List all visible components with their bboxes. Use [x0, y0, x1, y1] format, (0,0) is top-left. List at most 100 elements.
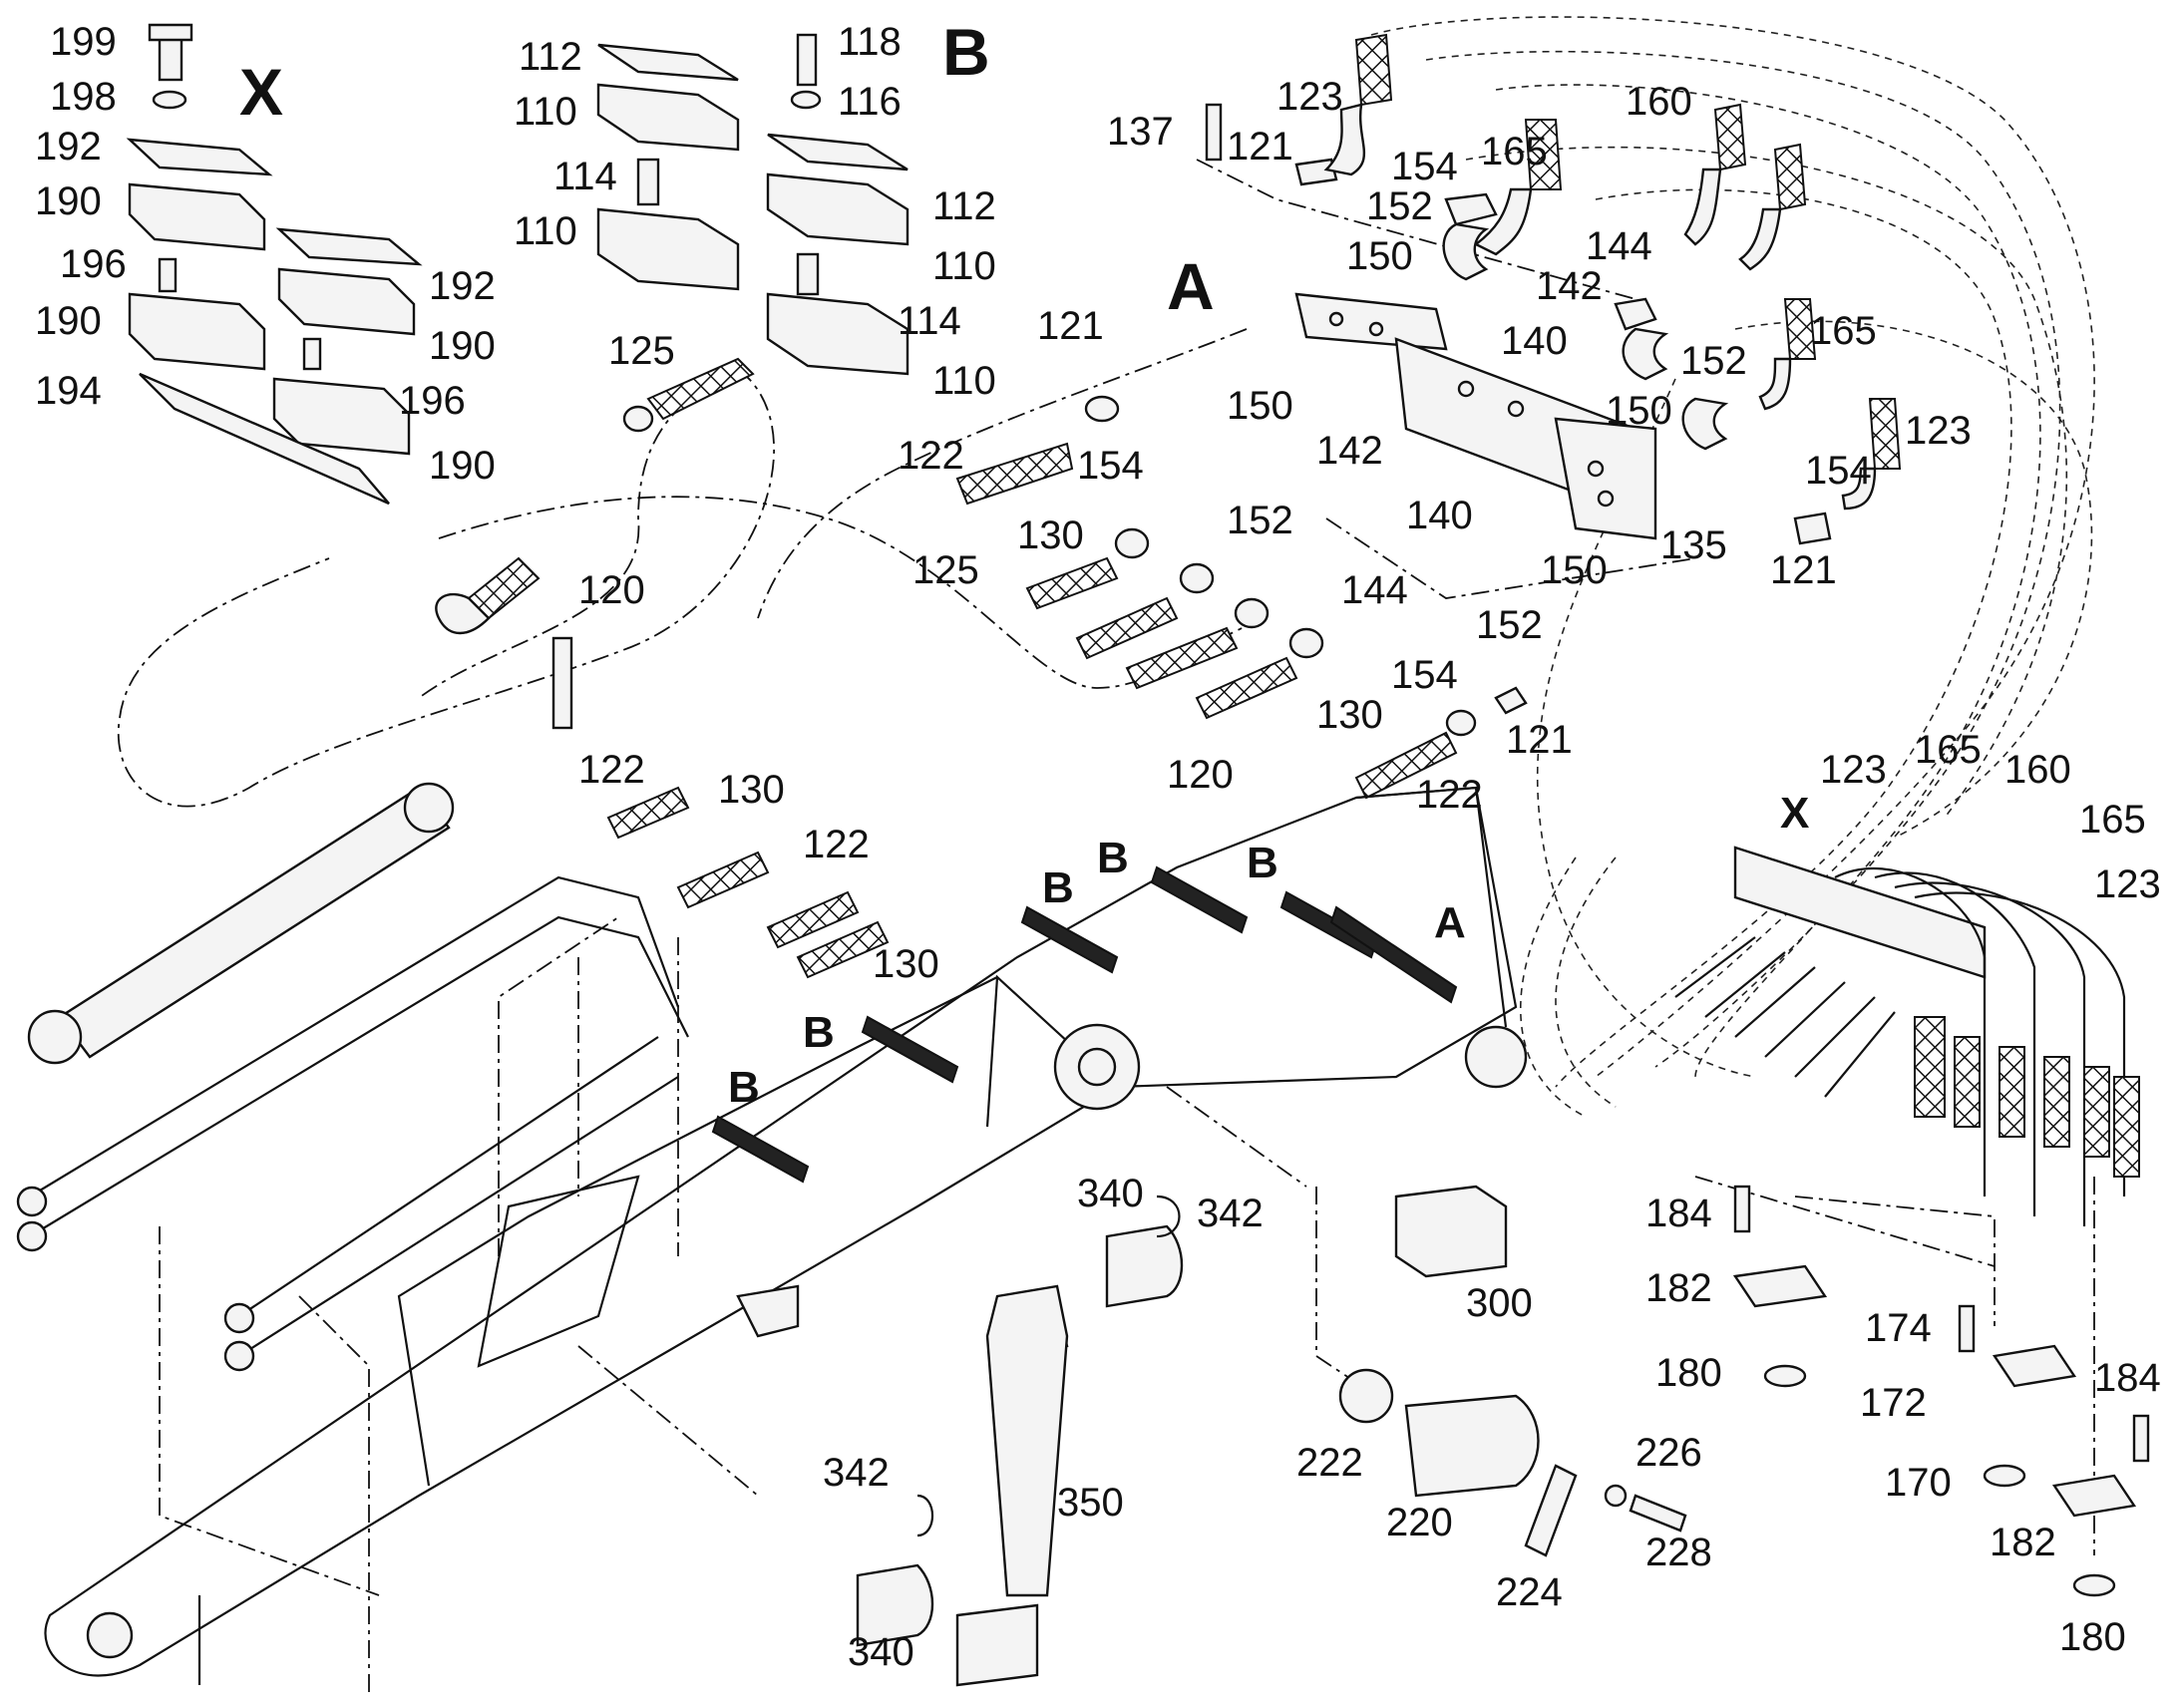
- label-194: 194: [35, 369, 102, 413]
- label-174: 174: [1865, 1306, 1932, 1350]
- callout-b4: B: [803, 1008, 835, 1057]
- label-110: 110: [514, 209, 577, 253]
- label-142: 142: [1316, 429, 1383, 473]
- label-121: 121: [1037, 304, 1104, 348]
- label-184: 184: [2094, 1356, 2161, 1400]
- label-182: 182: [1990, 1521, 2056, 1564]
- label-228: 228: [1645, 1531, 1712, 1574]
- label-121: 121: [1506, 718, 1573, 762]
- label-172: 172: [1860, 1381, 1927, 1425]
- hose-bundle-right: [1674, 846, 2140, 1226]
- label-220: 220: [1386, 1501, 1453, 1544]
- label-180: 180: [1655, 1351, 1722, 1395]
- label-190: 190: [429, 324, 496, 368]
- callout-x-right: X: [1780, 789, 1809, 838]
- label-170: 170: [1885, 1461, 1952, 1505]
- label-226: 226: [1635, 1431, 1702, 1475]
- label-182: 182: [1645, 1266, 1712, 1310]
- label-190: 190: [35, 179, 102, 223]
- label-165: 165: [1481, 130, 1548, 173]
- label-152: 152: [1227, 499, 1293, 542]
- label-340: 340: [1077, 1172, 1144, 1215]
- label-122: 122: [803, 823, 870, 866]
- callout-x-top: X: [239, 55, 283, 129]
- part-number-labels: X B A X B B B B B A 199 198 192 190 196 …: [35, 15, 2161, 1674]
- label-150: 150: [1346, 234, 1413, 278]
- clamp-assembly-x: [126, 23, 423, 506]
- boom-clamp-bars: [711, 865, 1458, 1184]
- label-300: 300: [1466, 1281, 1533, 1325]
- label-198: 198: [50, 75, 117, 119]
- label-165: 165: [1915, 728, 1982, 772]
- label-110: 110: [932, 359, 996, 403]
- callout-b-top: B: [942, 15, 990, 89]
- label-122: 122: [898, 434, 964, 478]
- label-152: 152: [1476, 603, 1543, 647]
- label-199: 199: [50, 20, 117, 64]
- label-192: 192: [429, 264, 496, 308]
- label-116: 116: [838, 80, 902, 124]
- label-130: 130: [718, 768, 785, 812]
- label-196: 196: [60, 242, 127, 286]
- label-152: 152: [1366, 184, 1433, 228]
- label-192: 192: [35, 125, 102, 169]
- manifold-block-a: [1294, 292, 1657, 540]
- label-154: 154: [1391, 145, 1458, 188]
- label-152: 152: [1680, 339, 1747, 383]
- boom-structure: [44, 786, 1528, 1685]
- label-125: 125: [608, 329, 675, 373]
- label-150: 150: [1606, 389, 1672, 433]
- label-160: 160: [1626, 80, 1692, 124]
- label-165: 165: [2079, 798, 2146, 842]
- label-110: 110: [514, 90, 577, 134]
- label-112: 112: [932, 184, 996, 228]
- label-137: 137: [1107, 110, 1174, 154]
- label-121: 121: [1227, 125, 1293, 169]
- label-140: 140: [1501, 319, 1568, 363]
- label-122: 122: [578, 748, 645, 792]
- hose-routing-lines: [1370, 16, 2095, 1118]
- label-222: 222: [1296, 1441, 1363, 1485]
- label-342: 342: [823, 1451, 890, 1495]
- cylinder-and-pipes: [16, 782, 689, 1372]
- label-123: 123: [1276, 75, 1343, 119]
- label-114: 114: [553, 155, 617, 198]
- callout-b3: B: [1247, 839, 1278, 887]
- hose-fittings-middle: [435, 357, 1528, 979]
- lower-right-parts: [1338, 1185, 2150, 1597]
- clamp-assembly-b: [596, 33, 909, 376]
- label-135: 135: [1660, 523, 1727, 567]
- hose-fittings-upper: [1205, 33, 1902, 545]
- label-160: 160: [2004, 748, 2071, 792]
- label-184: 184: [1645, 1192, 1712, 1235]
- callout-b2: B: [1097, 834, 1129, 882]
- label-123: 123: [1905, 409, 1972, 453]
- label-180: 180: [2059, 1615, 2126, 1659]
- label-350: 350: [1057, 1481, 1124, 1525]
- label-154: 154: [1391, 653, 1458, 697]
- label-140: 140: [1406, 494, 1473, 537]
- label-342: 342: [1197, 1192, 1264, 1235]
- label-190: 190: [429, 444, 496, 488]
- callout-b5: B: [728, 1063, 760, 1112]
- label-112: 112: [519, 35, 582, 79]
- label-121: 121: [1770, 548, 1837, 592]
- label-130: 130: [1017, 513, 1084, 557]
- label-122: 122: [1416, 773, 1483, 817]
- label-190: 190: [35, 299, 102, 343]
- label-110: 110: [932, 244, 996, 288]
- label-123: 123: [1820, 748, 1887, 792]
- label-165: 165: [1810, 309, 1877, 353]
- label-340: 340: [848, 1630, 914, 1674]
- callout-b1: B: [1042, 863, 1074, 912]
- label-118: 118: [838, 20, 902, 64]
- label-125: 125: [912, 548, 979, 592]
- pins-and-turnbuckle: [736, 1195, 1184, 1687]
- label-154: 154: [1805, 449, 1872, 493]
- label-150: 150: [1227, 384, 1293, 428]
- label-150: 150: [1541, 548, 1608, 592]
- label-114: 114: [898, 299, 961, 343]
- label-120: 120: [1167, 753, 1234, 797]
- label-142: 142: [1536, 264, 1603, 308]
